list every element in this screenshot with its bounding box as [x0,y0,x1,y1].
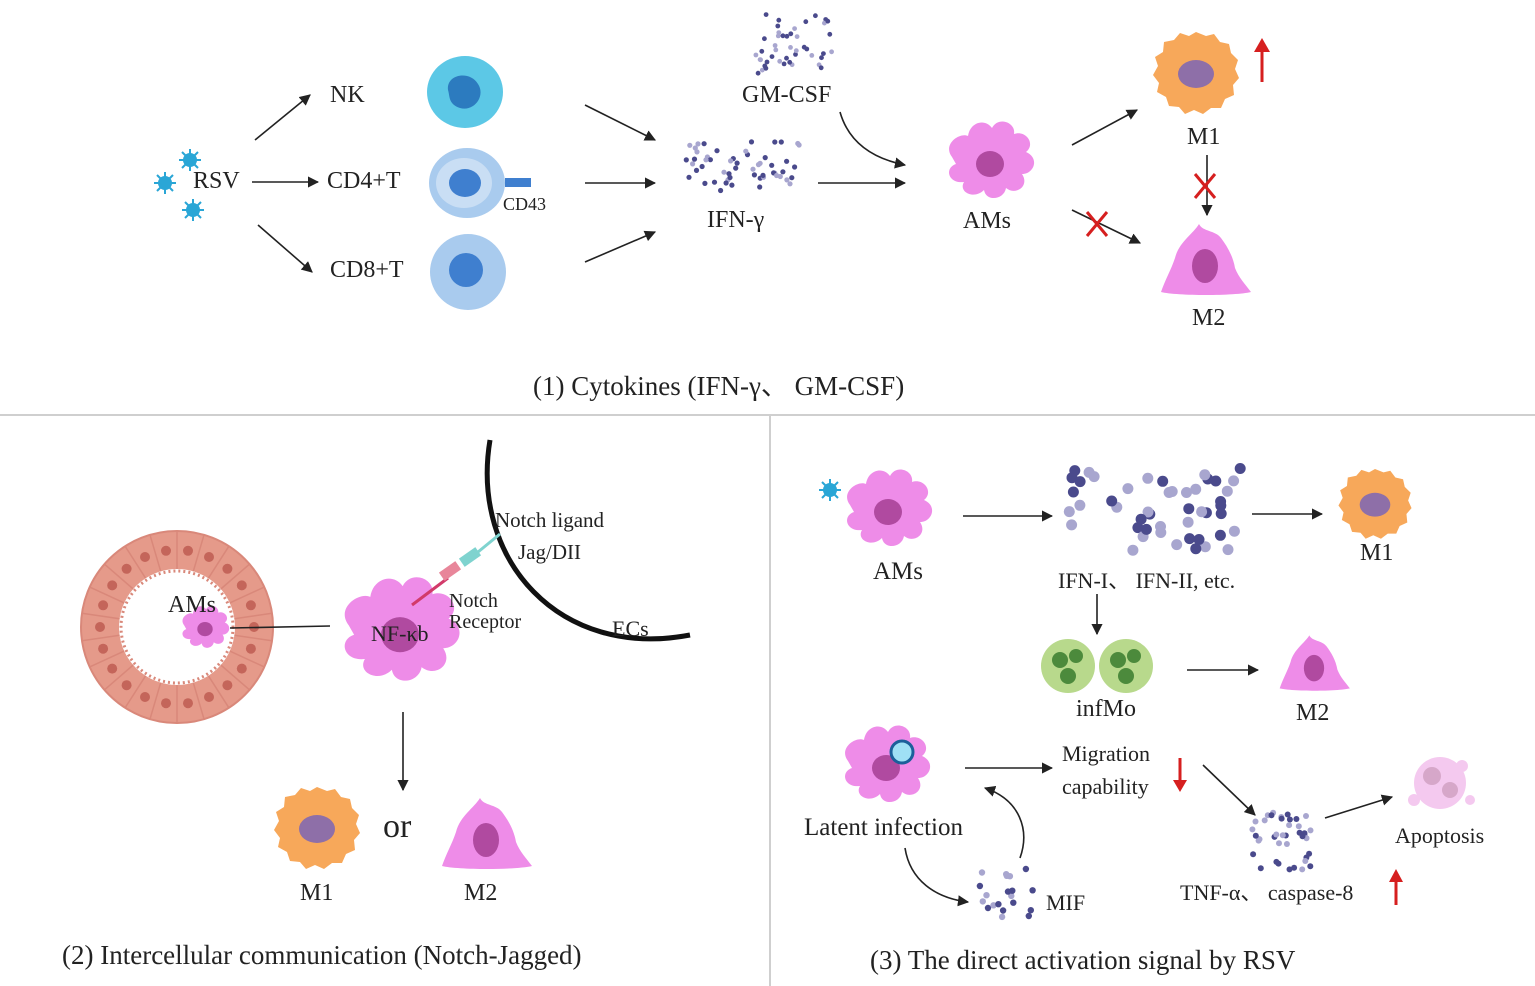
up-arrow-icon [1389,869,1403,905]
apoptotic-cell-icon [1408,757,1475,809]
connector-line [229,625,331,629]
ams-label: AMs [168,592,217,618]
latent-virus-icon [889,739,915,765]
m1-cell-icon [1153,32,1239,114]
m1-label: M1 [300,880,334,906]
ifng-label: IFN-γ [707,207,765,233]
latent-infection-label: Latent infection [804,814,963,841]
notch-ligand-label: Notch ligand [495,508,605,532]
cd4-label: CD4+T [327,168,401,194]
virus-icon [181,198,205,222]
tnf-label: TNF-α、 caspase-8 [1180,880,1354,905]
receptor-label: Receptor [449,611,522,633]
nfkb-label: NF-κb [371,621,429,646]
apoptosis-label: Apoptosis [1395,823,1485,848]
tnf-dots-icon [1249,809,1314,873]
endothelial-cell-membrane [484,439,691,642]
panel-1-cytokines [153,12,1270,310]
panel-3-caption: (3) The direct activation signal by RSV [870,945,1296,975]
m1-cell-icon [274,787,360,869]
panel-2-caption: (2) Intercellular communication (Notch-J… [62,940,582,970]
up-arrow-icon [1254,38,1270,82]
mif-dots-icon [976,865,1036,921]
capability-label: capability [1062,774,1149,799]
notch-label: Notch [449,590,498,612]
m2-cell-icon [1161,224,1251,295]
infected-am-cell-icon [845,725,931,803]
panel-3-direct-activation [818,463,1475,921]
or-label: or [383,808,412,845]
ifng-dots-icon [683,139,802,194]
m1-cell-icon [1338,469,1412,539]
ecs-label: ECs [612,616,649,641]
panel-2-intercellular [80,439,691,869]
arrow-migration-tnf [1202,764,1256,816]
jag-label: Jag/DII [518,540,581,564]
am-cell-icon [847,469,933,547]
arrow-gmcsf-ams [839,111,907,169]
cd8-t-cell-icon [430,234,506,310]
ams-label: AMs [963,208,1012,234]
rsv-label: RSV [193,168,240,194]
gmcsf-dots-icon [753,12,834,76]
arrow-tnf-apoptosis [1324,794,1394,819]
nk-cell-icon [427,56,503,128]
infmo-label: infMo [1076,696,1136,722]
down-arrow-icon [1173,758,1187,792]
mif-label: MIF [1046,890,1086,915]
m2-cell-icon [1279,635,1350,691]
cd43-label: CD43 [503,194,547,214]
m1-label: M1 [1187,124,1221,150]
arrow-rsv-cd8 [257,224,313,273]
ifn-dots-icon [1063,463,1246,556]
gmcsf-label: GM-CSF [742,82,832,108]
m2-label: M2 [464,880,498,906]
ifn-label: IFN-I、 IFN-II, etc. [1058,568,1236,593]
am-cell-icon [949,121,1035,199]
cd4-t-cell-icon [429,148,531,218]
arrow-ams-m2-blocked [1071,209,1142,244]
panel-1-caption: (1) Cytokines (IFN-γ、 GM-CSF) [533,371,905,401]
infmo-cells-icon [1041,639,1153,693]
arrow-cd8-ifng [584,230,657,263]
m2-label: M2 [1192,305,1226,331]
cd43-receptor-icon [505,178,531,187]
nk-label: NK [330,82,365,108]
m1-label: M1 [1360,540,1394,566]
cd8-label: CD8+T [330,257,404,283]
arrow-latent-mif [904,847,970,907]
arrow-nk-ifng [584,104,657,141]
virus-icon [153,171,177,195]
ams-label: AMs [873,558,924,585]
m2-cell-icon [442,798,532,869]
arrow-rsv-nk [254,94,311,141]
migration-label: Migration [1062,741,1150,766]
arrow-ams-m1 [1071,109,1138,146]
block-x-icon [1085,210,1109,238]
notch-receptor-icon [411,532,501,607]
virus-icon [818,478,842,502]
block-x-icon [1193,172,1217,200]
arrow-mif-latent [983,785,1025,859]
m2-label: M2 [1296,700,1330,726]
